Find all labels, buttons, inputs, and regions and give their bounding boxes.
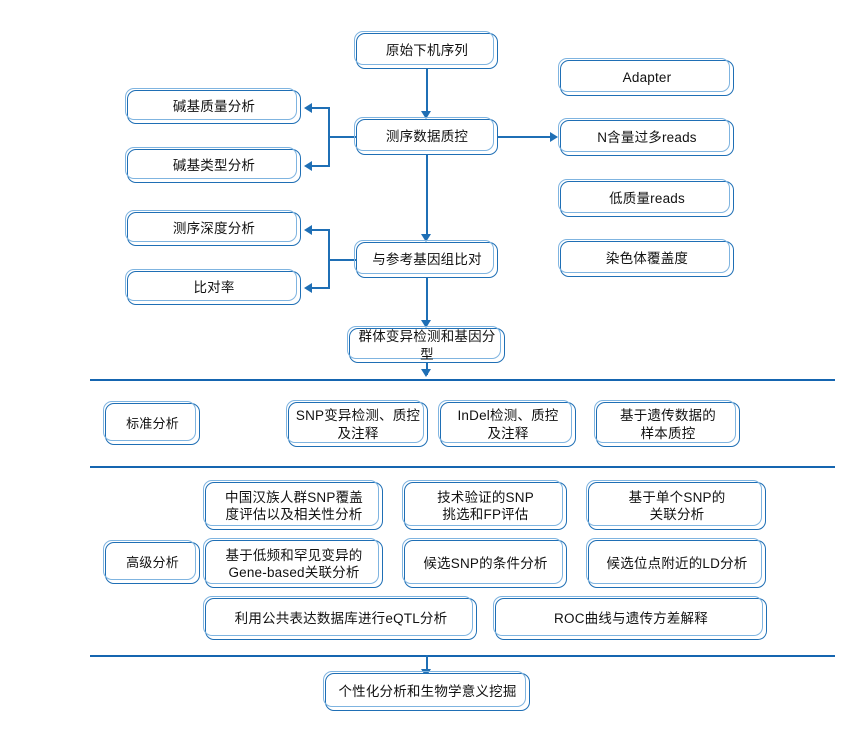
section-label-standard-analysis-text: 标准分析 (126, 415, 179, 431)
node-public-expression-eqtl-label: 利用公共表达数据库进行eQTL分析 (234, 611, 448, 627)
section-label-standard-analysis[interactable]: 标准分析 (103, 401, 200, 445)
node-sequencing-depth-analysis-label: 测序深度分析 (172, 221, 256, 237)
node-technical-validation-snp-label: 技术验证的SNP 挑选和FP评估 (437, 489, 534, 522)
node-personalized-analysis[interactable]: 个性化分析和生物学意义挖掘 (323, 671, 530, 711)
node-base-quality-analysis[interactable]: 碱基质量分析 (125, 88, 301, 124)
section-divider-standard-top (90, 379, 835, 381)
section-label-advanced-analysis[interactable]: 高级分析 (103, 540, 200, 584)
node-indel-calling-qc-annotation-label: InDel检测、质控 及注释 (457, 408, 559, 441)
node-adapter[interactable]: Adapter (558, 58, 734, 96)
node-adapter-label: Adapter (622, 70, 672, 86)
node-reference-alignment[interactable]: 与参考基因组比对 (354, 240, 498, 278)
connector-qc-left-stem (328, 136, 356, 138)
arrowhead-raw-to-qc (421, 111, 431, 119)
node-low-quality-reads-label: 低质量reads (609, 191, 685, 207)
node-single-snp-association[interactable]: 基于单个SNP的 关联分析 (586, 480, 766, 530)
node-alignment-rate[interactable]: 比对率 (125, 269, 301, 305)
node-chromosome-coverage-label: 染色体覆盖度 (605, 251, 689, 267)
section-divider-final-top (90, 655, 835, 657)
node-base-type-analysis-label: 碱基类型分析 (172, 158, 256, 174)
node-candidate-locus-ld-label: 候选位点附近的LD分析 (606, 556, 748, 572)
connector-divider-to-final (426, 655, 428, 675)
section-divider-advanced-top (90, 466, 835, 468)
node-snp-calling-qc-annotation-label: SNP变异检测、质控 及注释 (295, 408, 421, 441)
node-gene-based-association[interactable]: 基于低频和罕见变异的 Gene-based关联分析 (203, 538, 383, 588)
node-technical-validation-snp[interactable]: 技术验证的SNP 挑选和FP评估 (402, 480, 567, 530)
node-base-type-analysis[interactable]: 碱基类型分析 (125, 147, 301, 183)
node-n-content-reads[interactable]: N含量过多reads (558, 118, 734, 156)
node-low-quality-reads[interactable]: 低质量reads (558, 179, 734, 217)
connector-align-to-variant (426, 278, 428, 324)
node-raw-sequence[interactable]: 原始下机序列 (354, 31, 498, 69)
arrowhead-qc-to-n-reads (550, 132, 558, 142)
arrowhead-variant-to-standard (421, 369, 431, 377)
connector-align-left-stem (328, 259, 356, 261)
connector-qc-to-base-quality (312, 107, 330, 109)
arrowhead-qc-to-align (421, 234, 431, 242)
node-indel-calling-qc-annotation[interactable]: InDel检测、质控 及注释 (438, 400, 576, 447)
node-roc-genetic-variance-label: ROC曲线与遗传方差解释 (554, 611, 708, 627)
arrowhead-align-to-depth (304, 225, 312, 235)
node-han-chinese-snp-coverage-label: 中国汉族人群SNP覆盖 度评估以及相关性分析 (225, 489, 363, 522)
node-candidate-snp-conditional-label: 候选SNP的条件分析 (423, 556, 548, 572)
node-sequencing-qc[interactable]: 测序数据质控 (354, 117, 498, 155)
arrowhead-qc-to-base-type (304, 161, 312, 171)
node-variant-calling-genotyping[interactable]: 群体变异检测和基因分型 (347, 326, 505, 363)
connector-align-to-rate (312, 287, 330, 289)
connector-raw-to-qc (426, 69, 428, 115)
node-variant-calling-genotyping-label: 群体变异检测和基因分型 (358, 329, 496, 362)
connector-qc-to-n-reads (498, 136, 552, 138)
node-sequencing-qc-label: 测序数据质控 (385, 129, 469, 145)
connector-align-left-bus (328, 230, 330, 288)
section-label-advanced-analysis-text: 高级分析 (126, 554, 179, 570)
node-genetic-data-sample-qc-label: 基于遗传数据的 样本质控 (620, 408, 716, 441)
connector-align-to-depth (312, 229, 330, 231)
node-genetic-data-sample-qc[interactable]: 基于遗传数据的 样本质控 (594, 400, 740, 447)
node-snp-calling-qc-annotation[interactable]: SNP变异检测、质控 及注释 (286, 400, 428, 447)
node-chromosome-coverage[interactable]: 染色体覆盖度 (558, 239, 734, 277)
node-single-snp-association-label: 基于单个SNP的 关联分析 (628, 489, 726, 522)
arrowhead-align-to-rate (304, 283, 312, 293)
node-personalized-analysis-label: 个性化分析和生物学意义挖掘 (338, 684, 517, 700)
node-alignment-rate-label: 比对率 (193, 280, 235, 296)
connector-qc-left-bus (328, 108, 330, 166)
node-base-quality-analysis-label: 碱基质量分析 (172, 99, 256, 115)
connector-qc-to-base-type (312, 165, 330, 167)
node-han-chinese-snp-coverage[interactable]: 中国汉族人群SNP覆盖 度评估以及相关性分析 (203, 480, 383, 530)
node-public-expression-eqtl[interactable]: 利用公共表达数据库进行eQTL分析 (203, 596, 477, 640)
node-gene-based-association-label: 基于低频和罕见变异的 Gene-based关联分析 (225, 547, 363, 580)
node-raw-sequence-label: 原始下机序列 (385, 43, 469, 59)
node-candidate-locus-ld[interactable]: 候选位点附近的LD分析 (586, 538, 766, 588)
node-n-content-reads-label: N含量过多reads (597, 130, 697, 146)
arrowhead-align-to-variant (421, 320, 431, 328)
node-sequencing-depth-analysis[interactable]: 测序深度分析 (125, 210, 301, 246)
arrowhead-qc-to-base-quality (304, 103, 312, 113)
node-roc-genetic-variance[interactable]: ROC曲线与遗传方差解释 (493, 596, 767, 640)
node-candidate-snp-conditional[interactable]: 候选SNP的条件分析 (402, 538, 567, 588)
node-reference-alignment-label: 与参考基因组比对 (372, 252, 482, 268)
connector-qc-to-align (426, 155, 428, 238)
